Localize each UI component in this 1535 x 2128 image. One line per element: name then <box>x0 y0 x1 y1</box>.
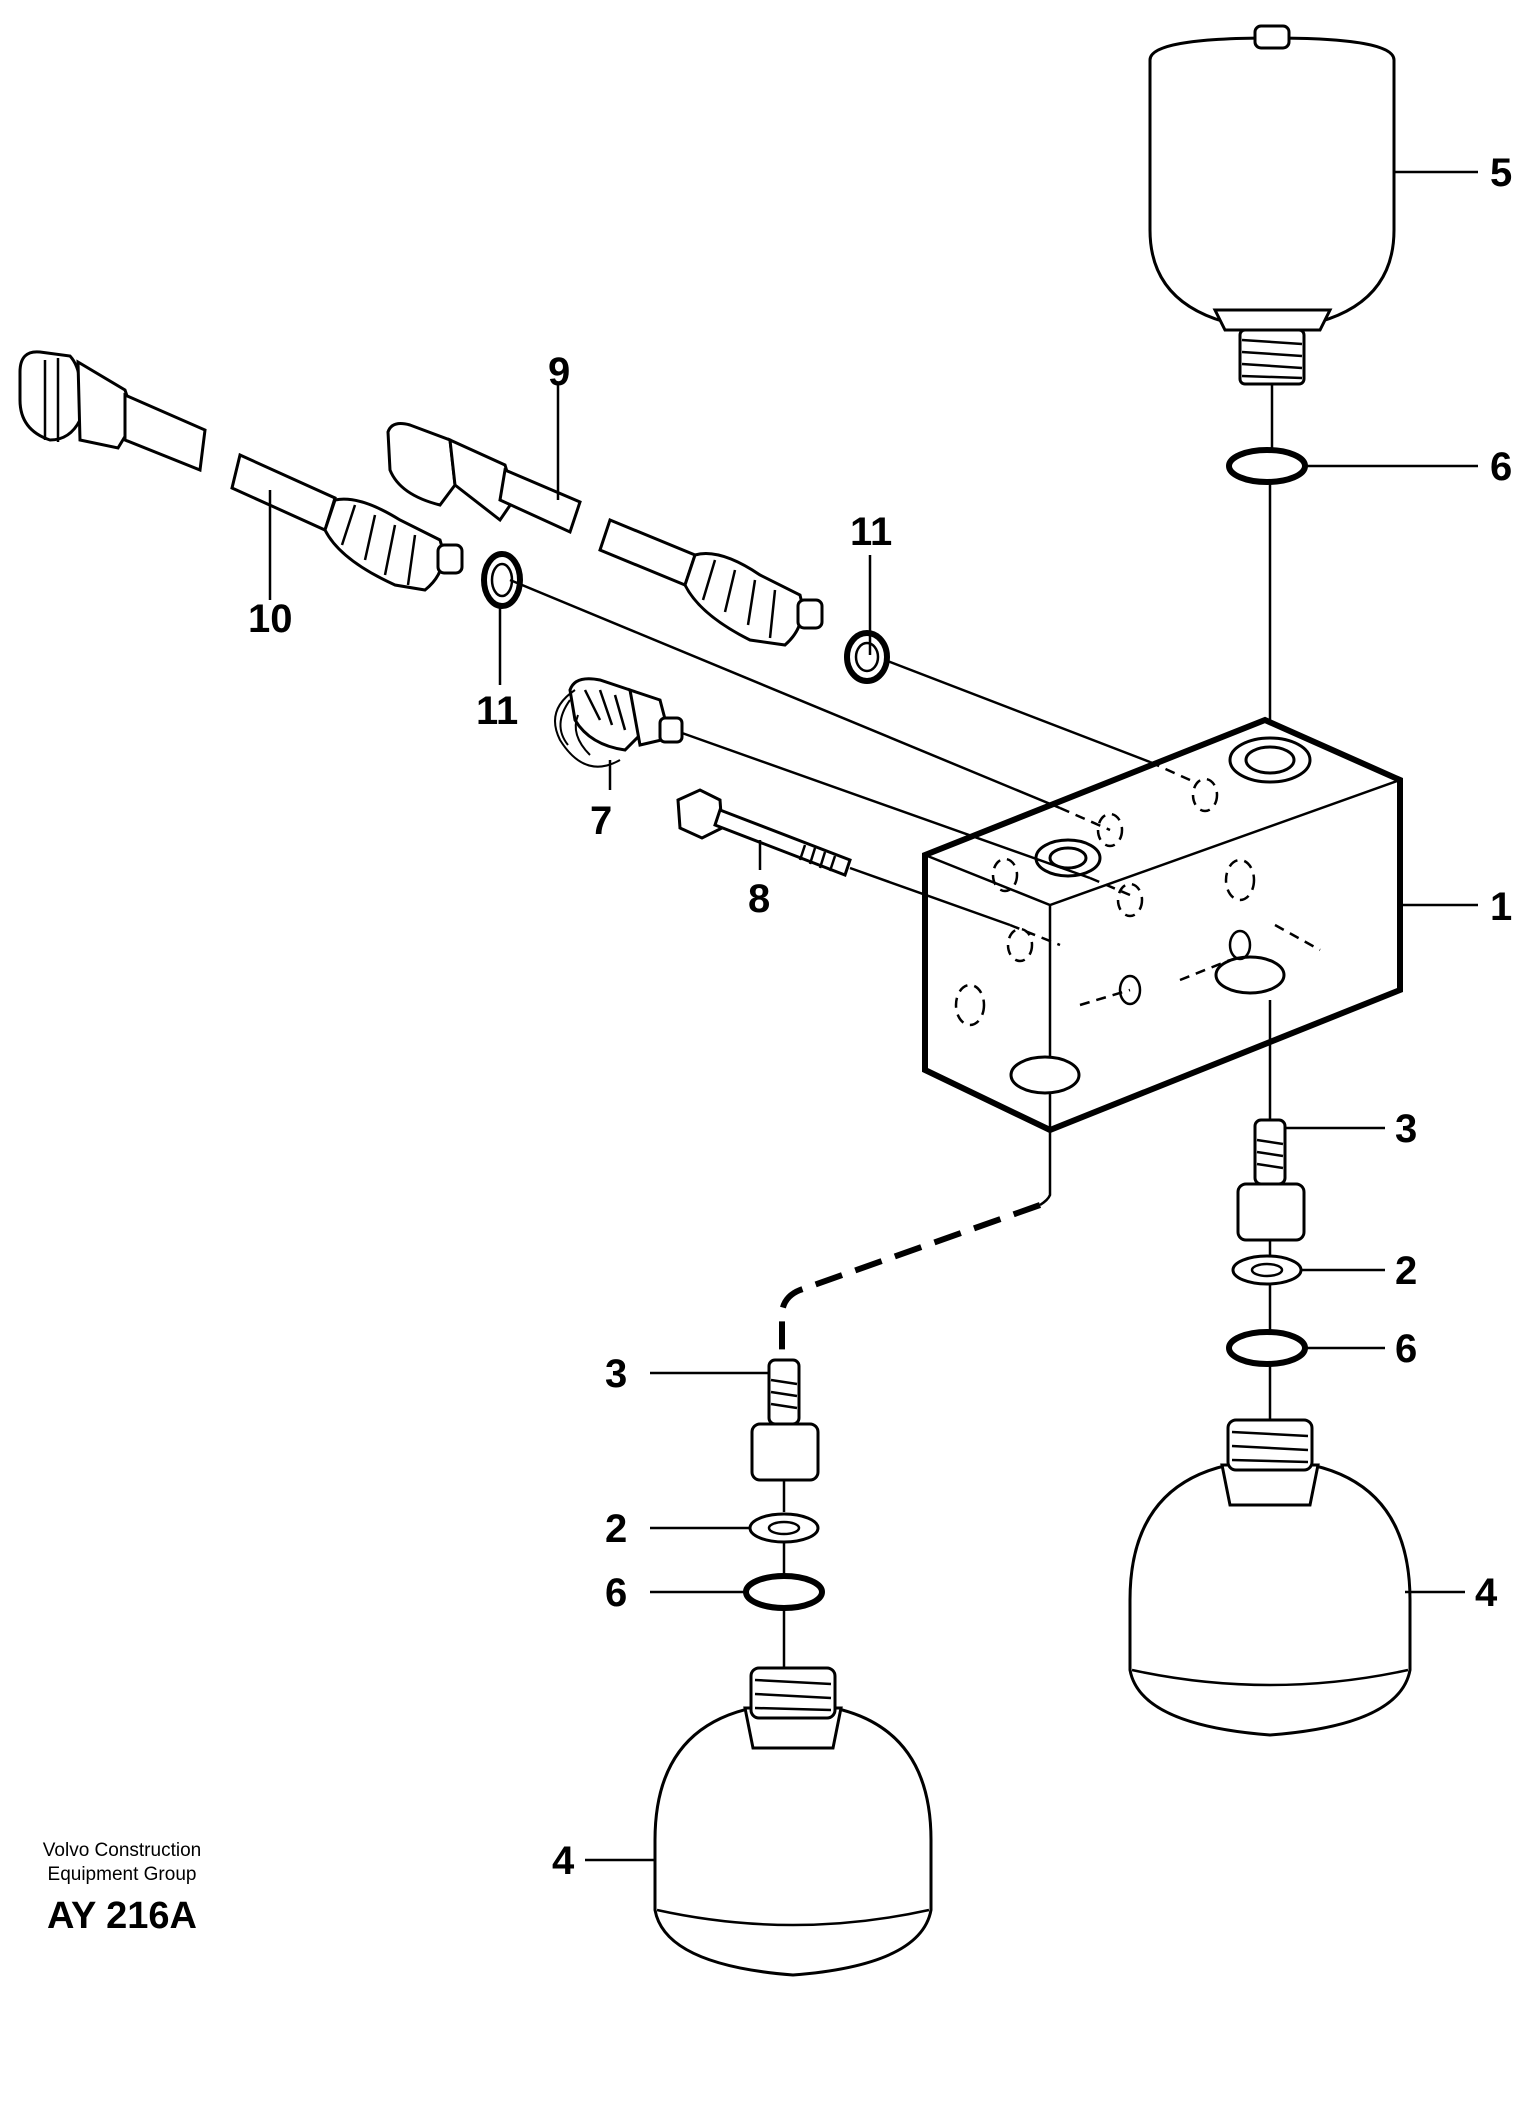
nipple-3-right <box>1236 1118 1306 1242</box>
hose-assembly-10 <box>18 350 464 592</box>
callout-6-right: 6 <box>1395 1327 1417 1371</box>
callout-4-right: 4 <box>1475 1571 1498 1615</box>
callout-4-left: 4 <box>552 1839 575 1883</box>
nipple-3-left <box>750 1358 820 1482</box>
o-ring-right <box>1226 1329 1308 1367</box>
test-fitting-7 <box>554 677 684 768</box>
o-ring-left <box>743 1573 825 1611</box>
callout-6-left: 6 <box>605 1571 627 1615</box>
callout-3-right: 3 <box>1395 1107 1417 1151</box>
valve-block <box>922 716 1403 1134</box>
callout-11-right: 11 <box>850 510 892 554</box>
callout-8: 8 <box>748 877 770 921</box>
callout-1: 1 <box>1490 885 1512 929</box>
callout-9: 9 <box>548 350 570 394</box>
callout-6-top: 6 <box>1490 445 1512 489</box>
hose-assembly-9 <box>386 422 824 647</box>
accumulator-right <box>1128 1418 1412 1737</box>
figure-code: AY 216A <box>47 1895 197 1937</box>
o-ring-top <box>1226 447 1308 485</box>
accumulator-top <box>1148 24 1396 386</box>
callout-3-left: 3 <box>605 1352 627 1396</box>
seal-ring-left <box>481 551 523 609</box>
washer-2-right <box>1231 1254 1303 1286</box>
bolt-8 <box>676 788 852 877</box>
callout-11-left: 11 <box>476 689 518 733</box>
washer-2-left <box>748 1512 820 1544</box>
leader-lines <box>585 170 1478 1862</box>
credit-line-2: Equipment Group <box>48 1864 197 1885</box>
callout-7: 7 <box>590 799 612 843</box>
credit-line-1: Volvo Construction <box>43 1840 201 1861</box>
seal-ring-right <box>844 630 890 684</box>
callout-5: 5 <box>1490 151 1512 195</box>
callout-2-left: 2 <box>605 1507 627 1551</box>
accumulator-left <box>653 1666 933 1977</box>
callout-2-right: 2 <box>1395 1249 1417 1293</box>
callout-10: 10 <box>248 597 293 641</box>
